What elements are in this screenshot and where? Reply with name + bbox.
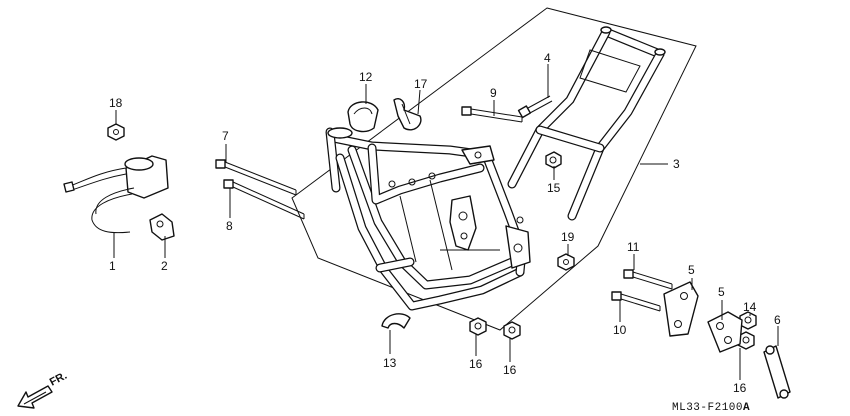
bolt-10 — [611, 291, 661, 312]
assembly-outline — [291, 7, 697, 331]
ignition-coil — [63, 155, 169, 234]
callout-19: 19 — [561, 230, 575, 244]
callout-4: 4 — [544, 51, 551, 65]
bolt-19 — [557, 253, 575, 271]
bracket-5-lower — [707, 311, 743, 353]
callout-12: 12 — [359, 70, 373, 84]
bracket-5-upper — [663, 281, 699, 337]
callout-16b: 16 — [503, 363, 517, 377]
callout-17: 17 — [414, 77, 428, 91]
callout-16c: 16 — [733, 381, 747, 395]
diagram-code-suffix: A — [743, 402, 750, 414]
callout-8: 8 — [226, 219, 233, 233]
front-direction-arrow — [17, 385, 53, 409]
diagram-code-main: ML33-F2100 — [672, 402, 743, 414]
spark-plug-cap — [149, 213, 175, 241]
callout-14: 14 — [743, 300, 757, 314]
nut-16-left — [469, 317, 487, 336]
nut-15 — [545, 151, 562, 169]
callout-18: 18 — [109, 96, 123, 110]
callout-5b: 5 — [718, 285, 725, 299]
callout-5a: 5 — [688, 263, 695, 277]
bolt-11 — [623, 269, 673, 290]
bolt-7 — [215, 159, 297, 196]
clamp-17 — [393, 98, 422, 131]
clamp-13 — [381, 313, 411, 329]
diagram-code: ML33-F2100A — [672, 402, 750, 414]
bolt-9 — [461, 106, 523, 123]
callout-2: 2 — [161, 259, 168, 273]
front-direction-label: FR. — [48, 370, 69, 389]
callout-6: 6 — [774, 313, 781, 327]
callout-7: 7 — [222, 129, 229, 143]
rear-subframe — [507, 26, 666, 221]
callout-1: 1 — [109, 259, 116, 273]
bolt-18 — [107, 123, 125, 141]
clamp-12 — [347, 101, 379, 133]
nut-16-right — [503, 321, 521, 340]
callout-11: 11 — [627, 240, 640, 254]
callout-10: 10 — [613, 323, 627, 337]
callout-3: 3 — [673, 157, 680, 171]
callout-13: 13 — [383, 356, 397, 370]
callout-16a: 16 — [469, 357, 483, 371]
leader-17 — [417, 89, 421, 115]
bolt-8 — [223, 179, 305, 220]
callout-15: 15 — [547, 181, 561, 195]
bolt-4 — [517, 95, 553, 119]
link-6 — [763, 345, 791, 399]
callout-9: 9 — [490, 86, 497, 100]
main-frame — [325, 127, 531, 311]
